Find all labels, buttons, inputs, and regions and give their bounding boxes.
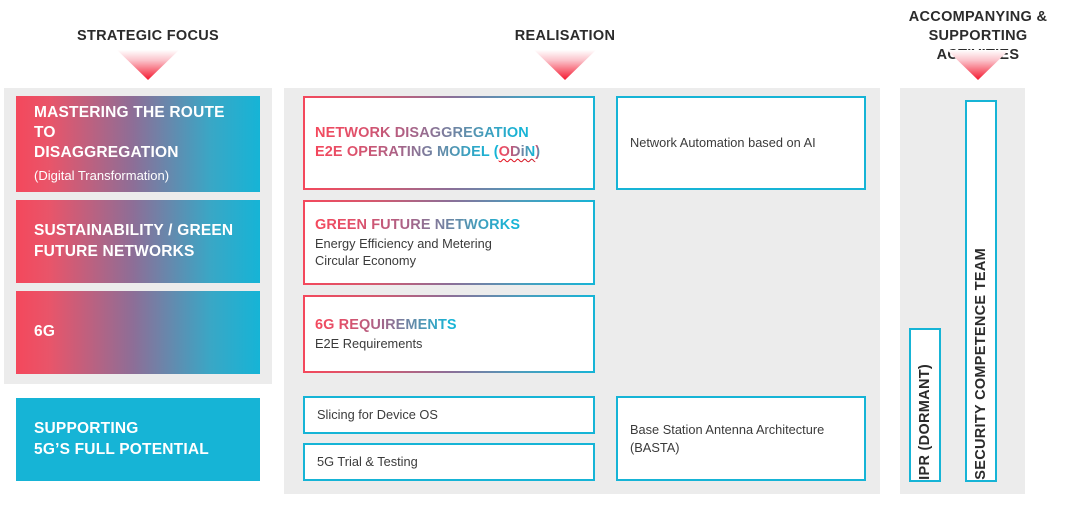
box-label: Network Automation based on AI [630,135,816,151]
box-network-disaggregation-odin[interactable]: NETWORK DISAGGREGATION E2E OPERATING MOD… [303,96,595,190]
box-label-line-2: (BASTA) [630,439,680,455]
card-title-line-2: 5G’S FULL POTENTIAL [34,440,209,458]
down-arrow-icon [947,50,1009,80]
box-title-line-2: E2E OPERATING MODEL (ODiN) [315,143,583,162]
spellcheck-word: ODiN [499,143,536,162]
vertical-label: IPR (DORMANT) [917,364,933,480]
column-heading-realisation: REALISATION [514,28,616,44]
box-ipr-dormant[interactable]: IPR (DORMANT) [909,328,941,482]
card-6g[interactable]: 6G [16,291,260,374]
box-6g-requirements[interactable]: 6G REQUIREMENTS E2E Requirements [303,295,595,373]
box-label: 5G Trial & Testing [317,454,418,470]
box-security-competence-team[interactable]: SECURITY COMPETENCE TEAM [965,100,997,482]
column-heading-strategic-focus: STRATEGIC FOCUS [77,28,219,44]
box-network-automation-based-on-ai[interactable]: Network Automation based on AI [616,96,866,190]
box-5g-trial-and-testing[interactable]: 5G Trial & Testing [303,443,595,481]
card-sustainability-green-future-networks[interactable]: SUSTAINABILITY / GREEN FUTURE NETWORKS [16,200,260,283]
card-title-line-2: DISAGGREGATION [34,144,179,162]
box-base-station-antenna-architecture-basta[interactable]: Base Station Antenna Architecture (BASTA… [616,396,866,481]
box-title: 6G REQUIREMENTS [315,316,583,335]
card-mastering-the-route-to-disaggregation[interactable]: MASTERING THE ROUTE TO DISAGGREGATION (D… [16,96,260,192]
card-title-line-1: SUPPORTING [34,420,139,438]
box-title: GREEN FUTURE NETWORKS [315,216,583,235]
down-arrow-icon [534,50,596,80]
box-sub-line: Circular Economy [315,253,416,269]
box-sub-line: Energy Efficiency and Metering [315,235,492,251]
card-supporting-5g-full-potential[interactable]: SUPPORTING 5G’S FULL POTENTIAL [16,398,260,481]
box-title-line-1: NETWORK DISAGGREGATION [315,124,583,143]
box-label: Slicing for Device OS [317,407,438,423]
box-green-future-networks[interactable]: GREEN FUTURE NETWORKS Energy Efficiency … [303,200,595,285]
card-subtitle: (Digital Transformation) [34,168,170,184]
vertical-label: SECURITY COMPETENCE TEAM [973,248,989,480]
card-title-line-1: SUSTAINABILITY / GREEN [34,222,234,240]
box-sub-line: E2E Requirements [315,335,423,351]
card-title-line-2: FUTURE NETWORKS [34,242,195,260]
down-arrow-icon [117,50,179,80]
card-title-line-1: 6G [34,323,56,341]
box-slicing-for-device-os[interactable]: Slicing for Device OS [303,396,595,434]
box-label-line-1: Base Station Antenna Architecture [630,422,825,438]
card-title-line-1: MASTERING THE ROUTE TO [34,104,225,142]
